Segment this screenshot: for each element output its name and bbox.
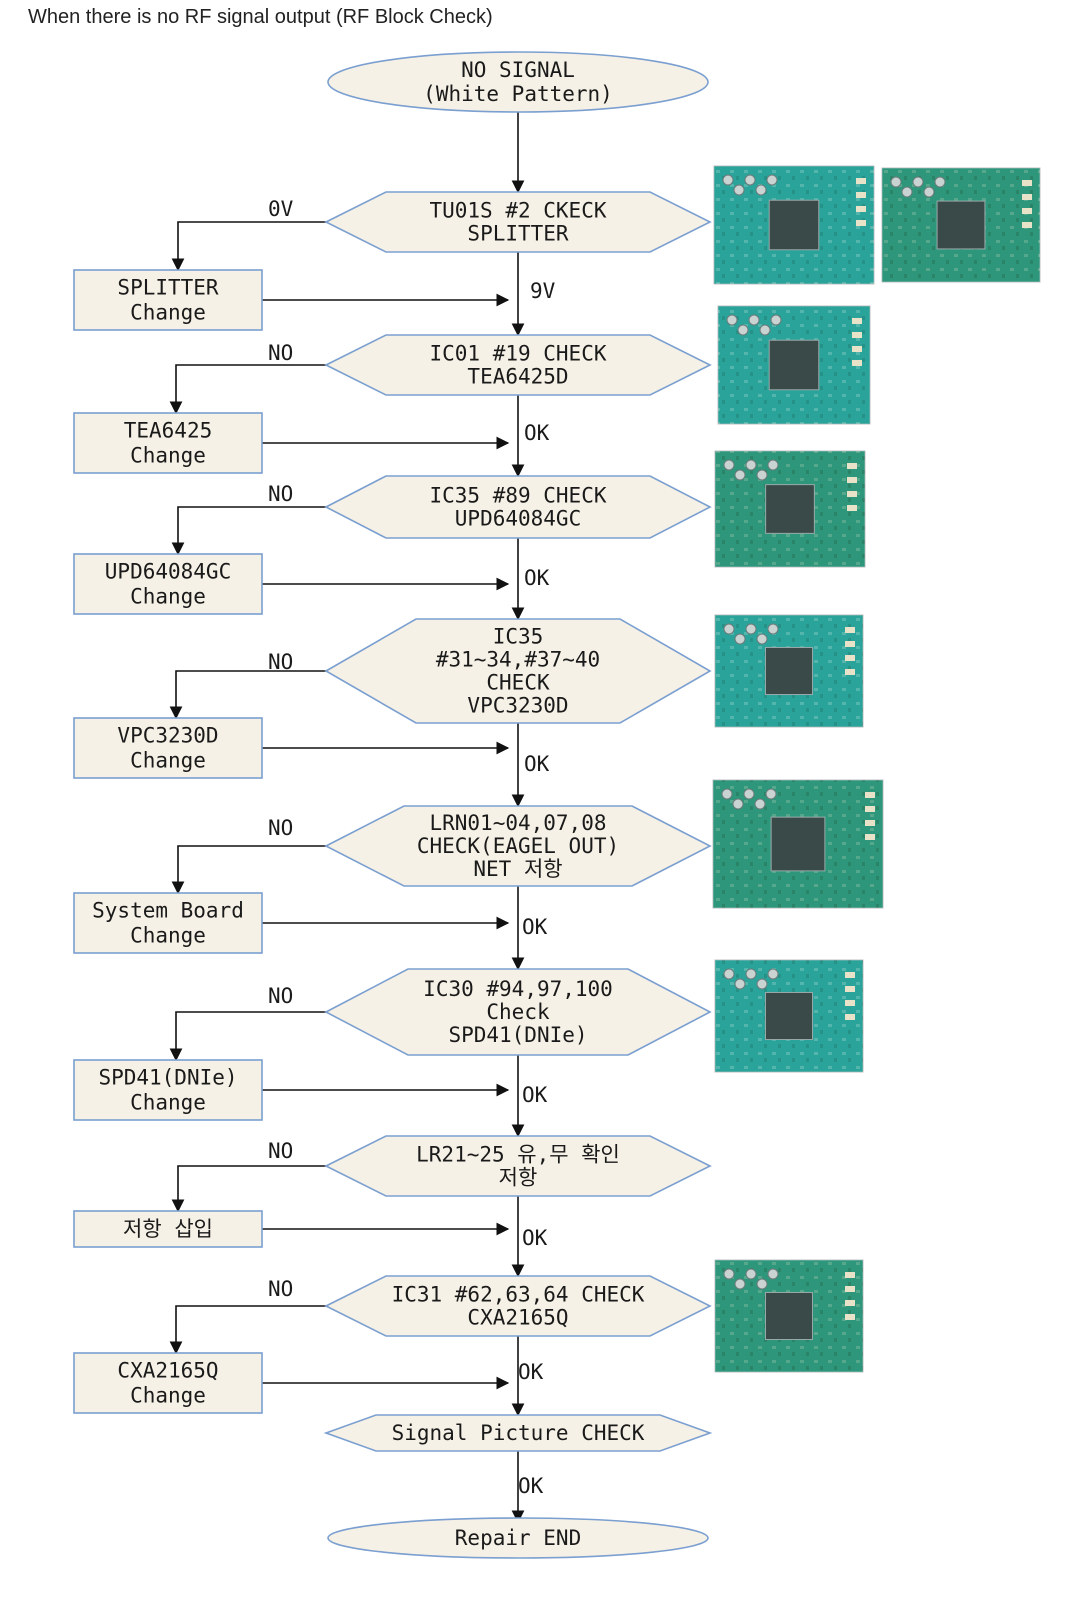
- edge-fail-3: [171, 506, 326, 556]
- action-box-8-line: CXA2165Q: [117, 1359, 218, 1383]
- board-photos: [712, 165, 1041, 1373]
- check-node-5-line: LRN01~04,07,08: [429, 811, 606, 835]
- check-node-1-line: TU01S #2 CKECK: [429, 199, 606, 223]
- check-node-4-line: VPC3230D: [467, 694, 568, 718]
- action-box-5: [73, 892, 263, 954]
- action-box-6: [73, 1059, 263, 1121]
- check-node-6-line: SPD41(DNIe): [448, 1023, 587, 1047]
- check-node-4: [324, 618, 712, 724]
- cxa2165q-board-photo: [714, 1259, 864, 1373]
- check-node-2-line: IC01 #19 CHECK: [429, 342, 606, 366]
- action-box-2-line: TEA6425: [124, 419, 213, 443]
- action-box-1-line: SPLITTER: [117, 276, 219, 300]
- pass-label-3: OK: [524, 566, 550, 590]
- check-node-3: [324, 475, 712, 539]
- action-box-1-line: Change: [130, 301, 206, 325]
- fail-label-6: NO: [268, 984, 293, 1008]
- edge-fail-8: [169, 1305, 326, 1355]
- action-box-2: [73, 412, 263, 474]
- check-node-6: [324, 968, 712, 1056]
- check-node-3-line: UPD64084GC: [455, 507, 581, 531]
- check-node-7-line: LR21~25 유,무 확인: [416, 1143, 620, 1167]
- eagle-chip-photo: [712, 779, 884, 909]
- edge-fail-7: [171, 1165, 326, 1213]
- pass-label-5: OK: [522, 915, 548, 939]
- action-box-8: [73, 1352, 263, 1414]
- fail-label-3: NO: [268, 482, 293, 506]
- check-node-5: [324, 805, 712, 887]
- check-node-3-line: IC35 #89 CHECK: [429, 484, 606, 508]
- action-box-6-line: Change: [130, 1091, 206, 1115]
- edge-fail-4: [169, 670, 326, 720]
- check-node-4-line: #31~34,#37~40: [436, 648, 600, 672]
- pass-label-7: OK: [522, 1226, 548, 1250]
- pass-label-4: OK: [524, 752, 550, 776]
- check-node-5-line: CHECK(EAGEL OUT): [417, 834, 619, 858]
- pass-label-9: OK: [518, 1474, 544, 1498]
- flow-nodes: NO SIGNAL(White Pattern)TU01S #2 CKECKSP…: [73, 51, 713, 1559]
- action-box-7: [73, 1210, 263, 1248]
- action-box-6-line: SPD41(DNIe): [98, 1066, 237, 1090]
- check-node-8: [324, 1275, 712, 1337]
- action-box-4-line: Change: [130, 749, 206, 773]
- fail-label-2: NO: [268, 341, 293, 365]
- action-box-2-line: Change: [130, 444, 206, 468]
- action-box-3: [73, 553, 263, 615]
- dnie-chip-photo: [714, 959, 864, 1073]
- pass-label-8: OK: [518, 1360, 544, 1384]
- action-box-5-line: System Board: [92, 899, 244, 923]
- vpc3230d-board-photo: [714, 614, 864, 728]
- check-node-8-line: IC31 #62,63,64 CHECK: [392, 1283, 645, 1307]
- tuner-photo: [713, 165, 875, 285]
- check-node-2-line: TEA6425D: [467, 365, 568, 389]
- check-node-7: [324, 1135, 712, 1197]
- ic01-board-photo: [717, 305, 871, 425]
- check-node-4-line: CHECK: [486, 671, 550, 695]
- start-node: [327, 51, 709, 113]
- pass-label-2: OK: [524, 421, 550, 445]
- action-box-8-line: Change: [130, 1384, 206, 1408]
- edge-fail-6: [169, 1011, 326, 1062]
- fail-label-8: NO: [268, 1277, 293, 1301]
- splitter-board-photo: [881, 167, 1041, 283]
- edge-fail-5: [171, 845, 326, 895]
- action-box-3-line: UPD64084GC: [105, 560, 231, 584]
- check-node-2: [324, 334, 712, 396]
- check-node-4-line: IC35: [493, 625, 544, 649]
- page-title: When there is no RF signal output (RF Bl…: [28, 6, 493, 28]
- fail-label-4: NO: [268, 650, 293, 674]
- action-box-1: [73, 269, 263, 331]
- action-box-4: [73, 717, 263, 779]
- end-node-line: Repair END: [455, 1526, 581, 1550]
- check-node-1: [324, 191, 712, 253]
- action-box-5-line: Change: [130, 924, 206, 948]
- check-node-6-line: Check: [486, 1000, 550, 1024]
- check-node-5-line: NET 저항: [473, 857, 562, 881]
- edge-fail-1: [171, 221, 326, 272]
- fail-label-1: 0V: [268, 197, 294, 221]
- check-node-9: [323, 1414, 713, 1452]
- pass-label-6: OK: [522, 1083, 548, 1107]
- end-node: [327, 1517, 709, 1559]
- action-box-3-line: Change: [130, 585, 206, 609]
- check-node-1-line: SPLITTER: [467, 222, 569, 246]
- action-box-7-line: 저항 삽입: [123, 1217, 213, 1241]
- check-node-9-line: Signal Picture CHECK: [392, 1421, 645, 1445]
- start-node-line: (White Pattern): [423, 82, 613, 106]
- check-node-7-line: 저항: [499, 1166, 538, 1190]
- fail-label-5: NO: [268, 816, 293, 840]
- check-node-8-line: CXA2165Q: [467, 1306, 568, 1330]
- flow-edges: 0V 9V NO OK NO OK NO OK NO OK NO OK NO OK NO OK OK: [169, 112, 556, 1524]
- pass-label-1: 9V: [530, 279, 556, 303]
- action-box-4-line: VPC3230D: [117, 724, 218, 748]
- check-node-6-line: IC30 #94,97,100: [423, 977, 613, 1001]
- fail-label-7: NO: [268, 1139, 293, 1163]
- edge-fail-2: [169, 364, 326, 415]
- start-node-line: NO SIGNAL: [461, 58, 575, 82]
- ic35-board-photo: [714, 450, 866, 568]
